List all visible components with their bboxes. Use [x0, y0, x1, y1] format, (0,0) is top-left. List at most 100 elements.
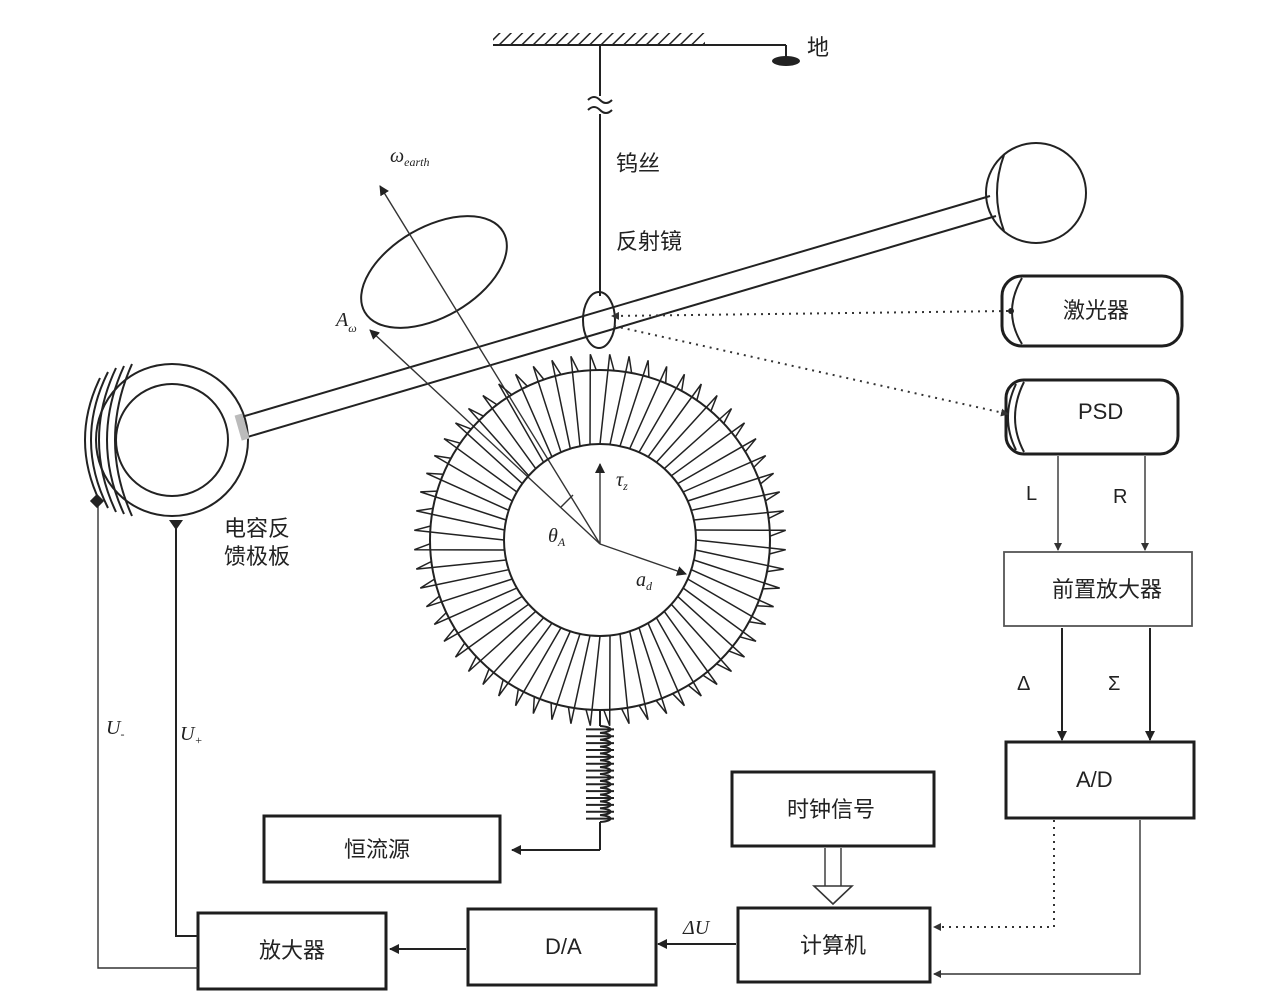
coil-winding: [603, 635, 611, 726]
ad-to-computer-wire-1: [933, 820, 1055, 931]
coil-winding: [497, 622, 553, 697]
a-omega-vector: [369, 329, 601, 545]
coil-winding: [599, 354, 615, 445]
coil-winding: [419, 568, 509, 589]
tungsten-wire-label: 钨丝: [616, 151, 660, 176]
coil-winding: [682, 454, 767, 493]
coil-winding: [482, 617, 545, 686]
da-label: D/A: [545, 934, 582, 959]
theta-a-symbol: θA: [548, 525, 566, 549]
da-box: [466, 907, 658, 987]
coil-winding: [589, 354, 597, 445]
coil-winding: [682, 587, 757, 643]
reflected-beam: [613, 325, 1009, 417]
delta-label: Δ: [1017, 673, 1030, 695]
coil-winding: [433, 587, 518, 626]
sigma-label: Σ: [1108, 673, 1120, 695]
theta-arc: [560, 494, 574, 508]
psd-device: [1004, 378, 1180, 456]
coil-winding: [415, 559, 507, 570]
coil-winding: [691, 491, 781, 512]
a-d-symbol: ad: [636, 569, 653, 593]
coil-winding: [443, 437, 518, 493]
coil-winding: [663, 610, 718, 686]
u-minus-wire: [97, 502, 198, 969]
capacitor-label-line1: 电容反: [224, 516, 290, 541]
l-label: L: [1026, 483, 1037, 505]
capacitor-label-line2: 馈极板: [224, 544, 290, 569]
right-test-mass: [985, 142, 1087, 244]
omega-earth-axis: [379, 185, 601, 545]
mirror: [582, 291, 616, 349]
coil-winding: [454, 422, 523, 485]
computer-box: [736, 906, 932, 984]
amplifier-box: [196, 911, 388, 991]
coil-winding: [482, 394, 537, 470]
tungsten-wire: [587, 45, 613, 296]
mirror-label: 反射镜: [616, 229, 682, 254]
coil-winding: [690, 569, 774, 608]
coil-winding: [629, 366, 668, 450]
coil-winding: [693, 510, 785, 521]
earth-rotation-ellipse: [360, 215, 508, 329]
coil-winding: [514, 627, 562, 707]
ad-box: [1004, 740, 1196, 820]
coil-winding: [655, 394, 718, 463]
u-plus-symbol: U+: [180, 723, 203, 747]
coil-winding: [498, 383, 545, 463]
u-minus-symbol: U-: [106, 717, 124, 741]
coil-winding: [414, 525, 505, 541]
coil-winding: [647, 383, 703, 458]
coil-winding: [619, 633, 630, 725]
ad-to-computer-wire-2: [933, 820, 1141, 978]
coil-winding: [628, 631, 649, 721]
coil-winding: [609, 356, 633, 445]
tau-z-symbol: τz: [616, 469, 628, 493]
left-test-mass: [84, 363, 250, 517]
computer-label: 计算机: [800, 933, 866, 958]
current-source-box: [262, 814, 502, 884]
toroidal-coil: [414, 354, 786, 726]
laser-label: 激光器: [1063, 298, 1129, 323]
coil-winding: [585, 635, 601, 726]
u-minus-terminal: [89, 493, 105, 509]
coil-winding: [687, 472, 775, 502]
coil-winding: [425, 578, 513, 608]
coil-winding: [467, 407, 530, 477]
coil-winding: [532, 630, 571, 714]
coil-winding: [693, 559, 780, 590]
psd-label: PSD: [1078, 399, 1123, 424]
u-plus-terminal: [169, 520, 183, 530]
spring: [511, 710, 614, 855]
clock-label: 时钟信号: [787, 797, 875, 822]
coil-winding: [647, 622, 686, 707]
current-source-label: 恒流源: [344, 837, 410, 862]
coil-winding: [420, 490, 507, 521]
coil-winding: [467, 610, 537, 673]
clock-to-computer-arrow: [811, 848, 855, 906]
coil-winding: [638, 373, 686, 453]
coil-winding: [551, 359, 572, 449]
amplifier-label: 放大器: [259, 938, 325, 963]
coil-winding: [414, 543, 505, 551]
coil-winding: [695, 549, 784, 573]
coil-winding: [416, 507, 505, 531]
laser-beam: [611, 310, 1009, 320]
u-plus-wire: [175, 524, 198, 937]
a-omega-symbol: Aω: [334, 309, 357, 335]
coil-winding: [670, 422, 746, 477]
ceiling-support: [493, 33, 800, 66]
coil-winding: [687, 578, 767, 626]
coil-winding: [663, 407, 733, 470]
coil-winding: [695, 539, 786, 555]
coil-winding: [619, 360, 650, 447]
delta-u-label: ΔU: [682, 917, 711, 939]
preamp-label: 前置放大器: [1052, 577, 1162, 602]
coil-winding: [454, 603, 530, 658]
coil-winding: [695, 529, 786, 537]
coil-winding: [426, 472, 510, 511]
a-d-vector: [599, 543, 687, 576]
coil-winding: [655, 617, 702, 697]
ground-label: 地: [807, 35, 829, 60]
